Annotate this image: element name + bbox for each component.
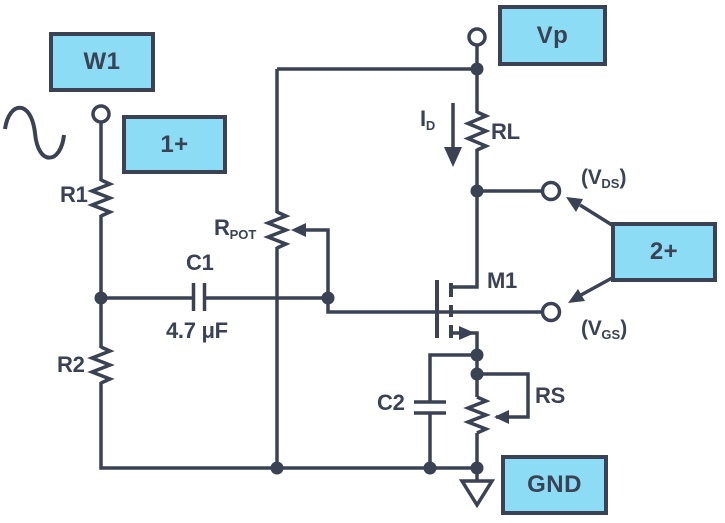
r1-label: R1 [60,182,88,207]
rpot-label-main: R [214,215,230,240]
terminal-vds [540,180,562,202]
vgs-label-open: (V [581,317,602,340]
c1-value-label: 4.7 μF [166,318,228,343]
c2-label: C2 [377,390,405,415]
vds-label-open: (V [581,166,602,189]
ch1-box: 1+ [122,115,227,174]
vds-label-sub: DS [601,176,620,191]
c1-label: C1 [186,250,214,275]
wire-rl-to-drain [451,149,479,289]
wire-bottom-rail [99,382,477,470]
capacitor-c2 [414,400,446,415]
junction-drain-node [470,184,484,198]
junction-r1-r2-c1 [94,291,108,305]
vgs-label: (VGS) [581,318,627,341]
junction-rpot-bottom [270,461,284,475]
rs-wiper-arrowhead [494,410,509,424]
terminals [91,27,562,323]
wire-c2-top-lead [428,353,477,402]
rpot-wiper-arrow [291,223,330,298]
gnd-box: GND [501,455,608,515]
mosfet-m1 [435,280,475,340]
id-current-arrow [444,103,462,167]
ch2-arrow-lower-head [568,289,585,303]
rpot-label-sub: POT [229,227,257,242]
ch2-arrow-lower-shaft [580,276,613,297]
vgs-label-close: ) [620,317,627,340]
wires [99,45,542,481]
capacitor-c1 [191,283,207,311]
resistor-r1 [87,178,115,218]
gnd-box-label: GND [527,471,582,498]
w1-box: W1 [49,32,155,92]
w1-box-label: W1 [83,48,121,75]
vgs-label-sub: GS [601,327,621,342]
vp-box-label: Vp [536,21,569,49]
resistor-rs [463,395,491,435]
ch2-box-label: 2+ [649,238,679,265]
wire-rs-wiper [477,372,530,419]
resistor-r2 [87,345,115,385]
rpot-wiper-arrowhead [291,223,306,237]
id-label-main: I [420,106,426,131]
ch2-box: 2+ [611,222,717,282]
vp-box: Vp [498,5,607,66]
terminal-vp [467,27,487,47]
id-label: ID [420,106,436,133]
ch1-box-label: 1+ [160,130,189,158]
junction-source-c2 [470,348,484,362]
junction-vp-node [470,62,484,76]
vds-label-close: ) [619,166,627,189]
ch2-arrow-upper-shaft [579,203,613,227]
r2-label: R2 [57,352,85,377]
junction-wiper-gate [321,291,335,305]
junction-ground-node [470,461,484,475]
rpot-wiper-wire [296,228,330,298]
ch2-arrow-upper-head [566,197,583,212]
m1-source-arrowhead [459,326,475,340]
junction-source-rs [470,367,484,381]
resistors [87,110,491,435]
vds-label: (VDS) [581,167,626,190]
m1-label: M1 [487,268,517,293]
rl-label: RL [491,119,520,144]
junction-dots [94,62,484,475]
terminal-vgs [540,301,562,323]
wire-source-down [451,331,479,397]
rs-label: RS [535,383,565,408]
rpot-label: RPOT [214,215,257,242]
id-arrowhead [444,147,462,167]
resistor-rl [463,110,491,152]
ch2-pointer-arrows [566,197,613,303]
resistor-rpot [263,210,291,250]
terminal-w1 [91,104,111,124]
sine-wave-icon [3,105,66,160]
id-label-sub: D [425,118,436,133]
ground-icon [458,479,496,509]
junction-c2-bottom [423,461,437,475]
